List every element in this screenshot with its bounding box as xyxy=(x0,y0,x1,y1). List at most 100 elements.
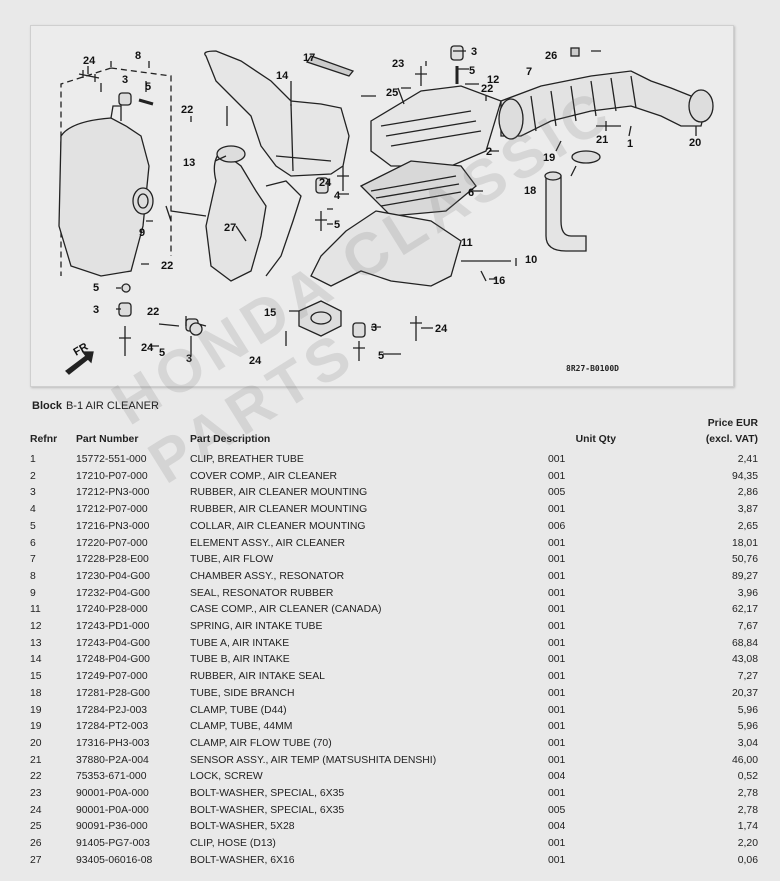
parts-diagram: 24 8 3 5 22 14 17 13 9 22 5 3 22 24 5 3 … xyxy=(30,25,734,387)
intake-seal-15 xyxy=(298,300,342,337)
air-cleaner-cover xyxy=(370,85,502,167)
cell-price: 62,17 xyxy=(731,604,758,616)
cell-part-number: 17248-P04-G00 xyxy=(76,654,150,666)
cell-price: 7,67 xyxy=(737,621,758,633)
cell-price: 1,74 xyxy=(737,821,758,833)
cell-price: 3,96 xyxy=(737,587,758,599)
cell-part-number: 17316-PH3-003 xyxy=(76,737,150,749)
header-part-number: Part Number xyxy=(76,434,139,445)
cell-price: 3,04 xyxy=(737,737,758,749)
callout-24: 24 xyxy=(83,55,96,67)
callout-5b: 5 xyxy=(93,282,99,294)
resonator-tab xyxy=(110,105,122,121)
cell-refnr: 3 xyxy=(30,487,36,499)
cell-unit-qty: 001 xyxy=(548,721,566,733)
cell-price: 0,52 xyxy=(737,771,758,783)
callout-22d: 22 xyxy=(481,83,493,95)
callout-19: 19 xyxy=(543,152,555,164)
cell-price: 7,27 xyxy=(737,671,758,683)
cell-description: CLAMP, TUBE, 44MM xyxy=(190,721,293,733)
callout-27: 27 xyxy=(224,222,236,234)
cell-price: 0,06 xyxy=(737,854,758,866)
callout-22: 22 xyxy=(181,104,193,116)
callout-3c: 3 xyxy=(186,353,192,365)
cell-unit-qty: 001 xyxy=(548,587,566,599)
callout-24e: 24 xyxy=(435,323,448,335)
bolt-24-top xyxy=(78,70,100,82)
callout-3e: 3 xyxy=(371,322,377,334)
cell-part-number: 17240-P28-000 xyxy=(76,604,148,616)
callout-23: 23 xyxy=(392,58,404,70)
cell-description: RUBBER, AIR INTAKE SEAL xyxy=(190,671,325,683)
cell-refnr: 23 xyxy=(30,788,42,800)
resonator-seal xyxy=(132,187,154,215)
bolt-27 xyxy=(235,225,247,242)
callout-25: 25 xyxy=(386,87,398,99)
sensor-21 xyxy=(596,121,621,131)
cell-unit-qty: 001 xyxy=(548,788,566,800)
cell-unit-qty: 001 xyxy=(548,704,566,716)
cell-description: COLLAR, AIR CLEANER MOUNTING xyxy=(190,520,366,532)
cell-price: 89,27 xyxy=(731,570,758,582)
cell-refnr: 25 xyxy=(30,821,42,833)
callout-4: 4 xyxy=(334,190,341,202)
spring-12 xyxy=(498,98,524,140)
cell-part-number: 17249-P07-000 xyxy=(76,671,148,683)
cell-part-number: 17210-P07-000 xyxy=(76,470,148,482)
callout-22b: 22 xyxy=(161,260,173,272)
clamp-19 xyxy=(571,150,601,164)
cell-unit-qty: 001 xyxy=(548,537,566,549)
cell-part-number: 90091-P36-000 xyxy=(76,821,148,833)
cell-description: TUBE A, AIR INTAKE xyxy=(190,637,290,649)
cell-refnr: 24 xyxy=(30,804,42,816)
cell-refnr: 14 xyxy=(30,654,42,666)
diagram-code: 8R27-B0100D xyxy=(566,364,619,373)
cell-unit-qty: 001 xyxy=(548,454,566,465)
cell-price: 20,37 xyxy=(731,687,758,699)
tube-a-air-intake xyxy=(205,150,267,282)
cell-description: BOLT-WASHER, 5X28 xyxy=(190,821,295,833)
callout-5d: 5 xyxy=(334,219,340,231)
callout-24b: 24 xyxy=(141,342,154,354)
cell-refnr: 19 xyxy=(30,721,42,733)
collar-5 xyxy=(138,98,154,106)
cell-price: 18,01 xyxy=(731,537,758,549)
bolt-25 xyxy=(397,87,405,105)
header-price-line1: Price EUR xyxy=(707,418,758,429)
clip-26 xyxy=(570,47,580,57)
callout-7: 7 xyxy=(526,66,532,78)
cell-unit-qty: 001 xyxy=(548,570,566,582)
cell-description: RUBBER, AIR CLEANER MOUNTING xyxy=(190,487,368,499)
cell-refnr: 26 xyxy=(30,838,42,850)
callout-2: 2 xyxy=(486,146,492,158)
cell-description: TUBE, AIR FLOW xyxy=(190,554,274,566)
callout-24d: 24 xyxy=(319,177,332,189)
resonator-chamber xyxy=(58,117,150,277)
cell-part-number: 37880-P2A-004 xyxy=(76,754,149,766)
cell-refnr: 2 xyxy=(30,470,36,482)
callout-3b: 3 xyxy=(93,304,99,316)
cell-price: 46,00 xyxy=(731,754,758,766)
rubber-3-lower xyxy=(352,322,366,338)
cell-price: 2,86 xyxy=(737,487,758,499)
bolt-23 xyxy=(415,66,427,86)
cell-unit-qty: 001 xyxy=(548,654,566,666)
cell-part-number: 17232-P04-G00 xyxy=(76,587,150,599)
callout-20: 20 xyxy=(689,137,701,149)
cell-price: 43,08 xyxy=(731,654,758,666)
cell-description: BOLT-WASHER, 6X16 xyxy=(190,854,295,866)
diagram-callouts: 24 8 3 5 22 14 17 13 9 22 5 3 22 24 5 3 … xyxy=(72,46,702,367)
cell-price: 2,78 xyxy=(737,788,758,800)
